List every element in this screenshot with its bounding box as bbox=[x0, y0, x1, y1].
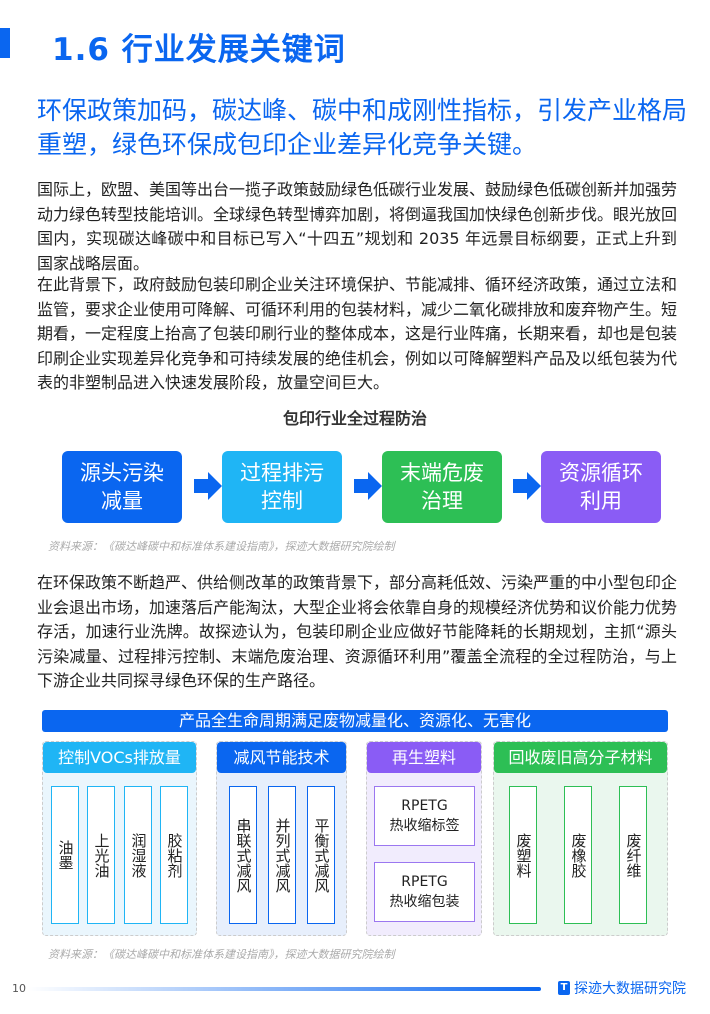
flow-step-3: 末端危废治理 bbox=[382, 451, 502, 523]
flow-step-2: 过程排污控制 bbox=[222, 451, 342, 523]
item-box: RPETG 热收缩标签 bbox=[374, 786, 475, 846]
column-title: 回收废旧高分子材料 bbox=[494, 742, 667, 773]
column-title: 再生塑料 bbox=[367, 742, 481, 773]
item-box: 废塑料 bbox=[509, 786, 537, 924]
item-box: 上光油 bbox=[87, 786, 115, 924]
paragraph-1: 国际上，欧盟、美国等出台一揽子政策鼓励绿色低碳行业发展、鼓励绿色低碳创新并加强劳… bbox=[37, 180, 678, 273]
arrow-right-icon bbox=[354, 472, 382, 500]
item-box: 平衡式减风 bbox=[307, 786, 335, 924]
item-box: 润湿液 bbox=[124, 786, 152, 924]
flow-step-4: 资源循环利用 bbox=[541, 451, 661, 523]
item-box: 废纤维 bbox=[619, 786, 647, 924]
lifecycle-banner: 产品全生命周期满足废物减量化、资源化、无害化 bbox=[42, 710, 668, 732]
arrow-right-icon bbox=[513, 472, 541, 500]
column-wind-reduction: 减风节能技术 串联式减风 并列式减风 平衡式减风 bbox=[216, 741, 347, 936]
flow-title: 包印行业全过程防治 bbox=[282, 409, 427, 428]
column-polymer-recycling: 回收废旧高分子材料 废塑料 废橡胶 废纤维 bbox=[493, 741, 668, 936]
footer-divider bbox=[28, 987, 541, 991]
column-title: 控制VOCs排放量 bbox=[43, 742, 196, 773]
flow-source: 资料来源：《碳达峰碳中和标准体系建设指南》，探迹大数据研究院绘制 bbox=[48, 540, 395, 553]
brand-logo-icon: T bbox=[558, 981, 570, 995]
item-line: RPETG bbox=[401, 874, 448, 890]
footer-brand: T 探迹大数据研究院 bbox=[558, 978, 686, 998]
paragraph-3: 在环保政策不断趋严、供给侧改革的政策背景下，部分高耗低效、污染严重的中小型包印企… bbox=[37, 573, 678, 690]
lifecycle-source: 资料来源：《碳达峰碳中和标准体系建设指南》，探迹大数据研究院绘制 bbox=[48, 948, 395, 961]
item-line: 热收缩包装 bbox=[389, 894, 460, 910]
item-box: 串联式减风 bbox=[229, 786, 257, 924]
arrow-right-icon bbox=[194, 472, 222, 500]
item-line: RPETG bbox=[401, 798, 448, 814]
item-box: 胶粘剂 bbox=[160, 786, 188, 924]
item-box: 油墨 bbox=[51, 786, 79, 924]
page-subtitle: 环保政策加码，碳达峰、碳中和成刚性指标，引发产业格局重塑，绿色环保成包印企业差异… bbox=[37, 96, 688, 159]
item-box: 并列式减风 bbox=[268, 786, 296, 924]
paragraph-2: 在此背景下，政府鼓励包装印刷企业关注环境保护、节能减排、循环经济政策，通过立法和… bbox=[37, 275, 678, 392]
page-number: 10 bbox=[12, 982, 26, 995]
brand-name: 探迹大数据研究院 bbox=[574, 981, 686, 997]
flow-step-1: 源头污染减量 bbox=[62, 451, 182, 523]
title-accent-bar bbox=[0, 28, 10, 58]
page-title: 1.6 行业发展关键词 bbox=[52, 32, 346, 68]
column-title: 减风节能技术 bbox=[217, 742, 346, 773]
column-vocs: 控制VOCs排放量 油墨 上光油 润湿液 胶粘剂 bbox=[42, 741, 197, 936]
item-box: 废橡胶 bbox=[564, 786, 592, 924]
column-recycled-plastic: 再生塑料 RPETG 热收缩标签 RPETG 热收缩包装 bbox=[366, 741, 482, 936]
item-line: 热收缩标签 bbox=[389, 818, 460, 834]
item-box: RPETG 热收缩包装 bbox=[374, 862, 475, 922]
